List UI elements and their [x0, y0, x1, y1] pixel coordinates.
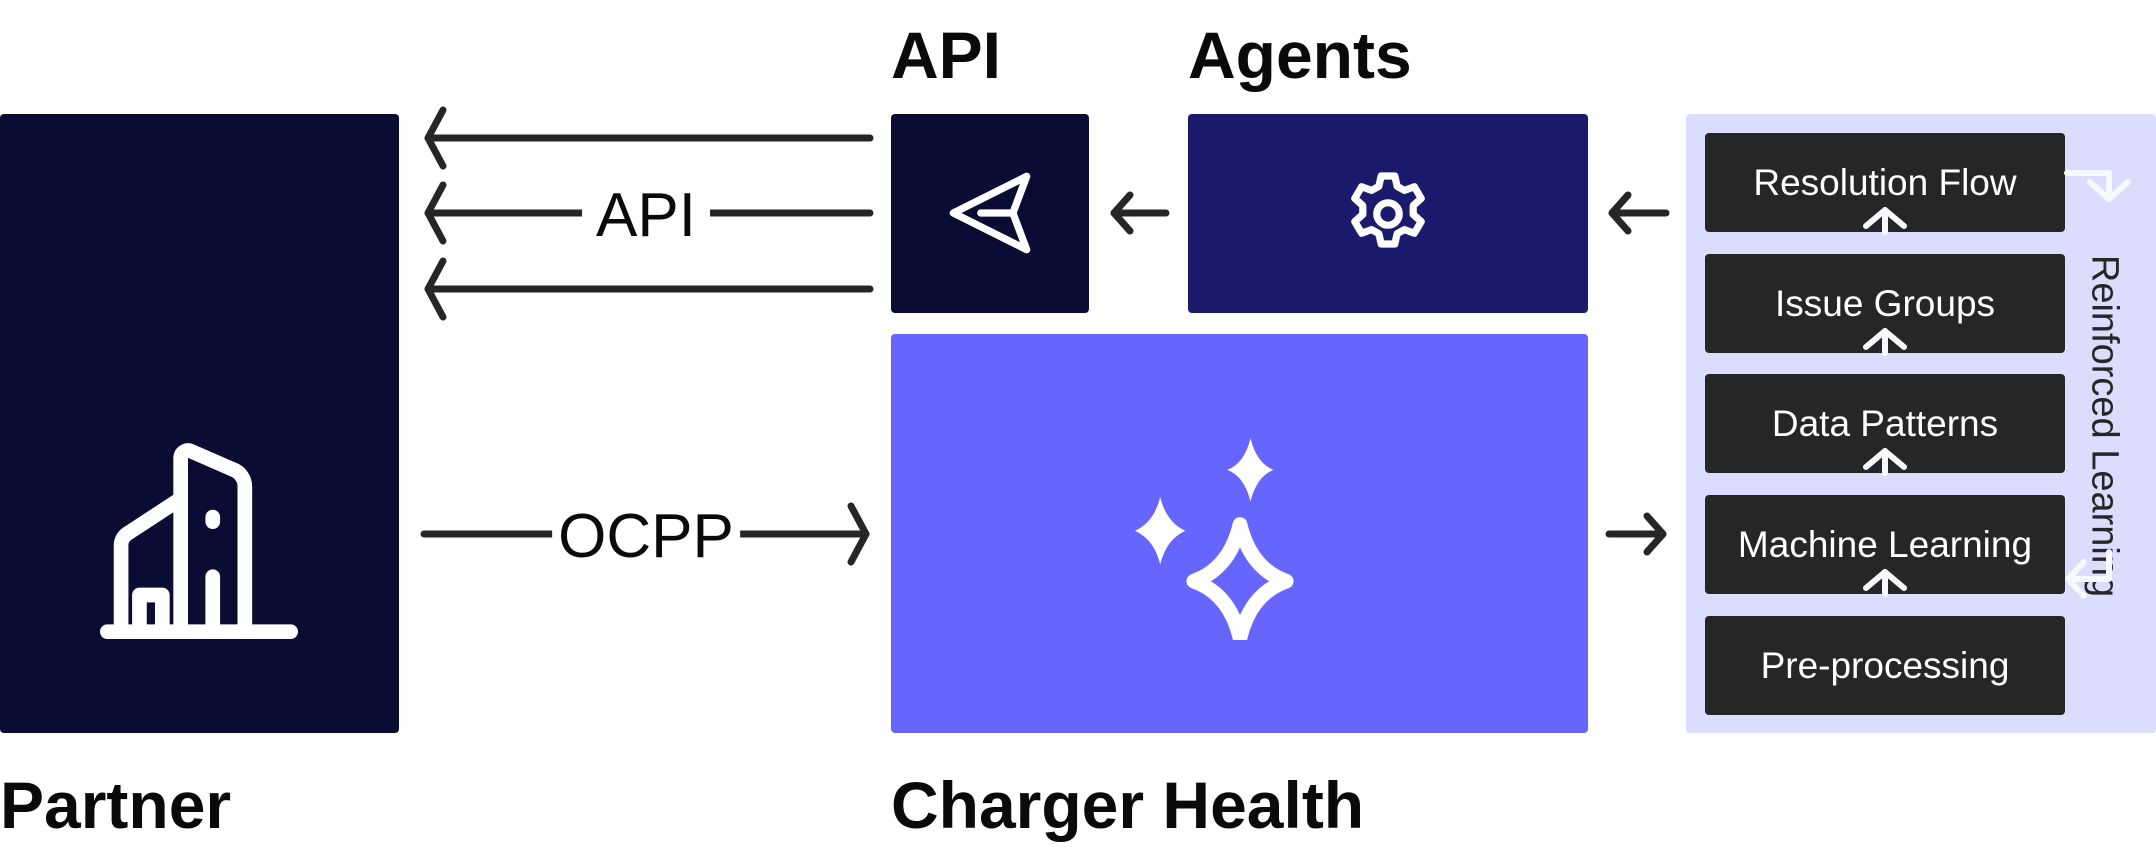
agents-to-api-arrow: [1110, 191, 1170, 235]
agents-title: Agents: [1188, 18, 1412, 92]
loop-arrow-bottom: [2065, 549, 2112, 599]
api-box: [891, 114, 1089, 313]
up-arrow: [1863, 207, 1907, 235]
step-pre-processing: Pre-processing: [1705, 616, 2065, 715]
agents-box: [1188, 114, 1588, 313]
gear-icon: [1351, 172, 1425, 248]
charger-health-title: Charger Health: [891, 768, 1365, 842]
step-data-patterns: Data Patterns: [1705, 374, 2065, 473]
api-arrow-1: [424, 106, 874, 170]
pipeline-to-agents-arrow: [1608, 191, 1670, 235]
up-arrow: [1863, 569, 1907, 597]
step-machine-learning: Machine Learning: [1705, 495, 2065, 594]
partner-box: [0, 114, 399, 733]
api-title: API: [891, 18, 1002, 92]
ocpp-flow-label: OCPP: [552, 506, 740, 568]
sparkles-icon: [1135, 438, 1294, 640]
send-icon: [949, 172, 1031, 254]
api-arrow-3: [424, 257, 874, 321]
loop-arrow-top: [2064, 170, 2131, 202]
charger-to-pipeline-arrow: [1605, 512, 1667, 556]
building-icon: [100, 443, 298, 639]
charger-health-box: [891, 334, 1588, 733]
partner-title: Partner: [0, 768, 232, 842]
up-arrow: [1863, 328, 1907, 356]
up-arrow: [1863, 448, 1907, 476]
api-flow-label: API: [582, 185, 710, 247]
